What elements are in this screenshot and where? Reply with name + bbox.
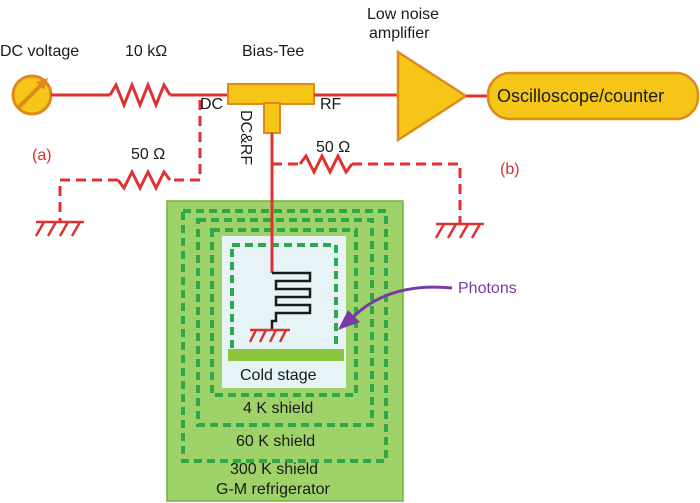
photons-arrowhead-icon [338,310,360,330]
dcrf-port-label: DC&RF [237,110,254,165]
resistor-10k-icon [108,80,172,110]
dc-voltage-label: DC voltage [0,43,79,60]
amp-label-line2: amplifier [369,25,430,42]
label-a: (a) [32,147,52,164]
cold-stage-bar [228,349,344,361]
resistor-50-b-icon [298,152,354,176]
oscilloscope-label: Oscilloscope/counter [497,86,664,106]
photons-arrow [350,285,453,320]
nanowire-detector-icon [270,271,312,330]
dashed-wire-a-ground [58,178,118,222]
shield-4k-label: 4 K shield [243,400,313,417]
amp-label-line1: Low noise [367,6,439,23]
label-b: (b) [500,161,520,178]
shield-60k [196,218,374,427]
cold-stage-label: Cold stage [240,367,317,384]
dashed-wire-a [170,100,202,182]
dashed-wire-b-ground [352,162,462,224]
photons-label: Photons [458,280,517,297]
ground-b-icon [434,222,484,239]
ground-a-icon [34,220,84,237]
shield-60k-label: 60 K shield [236,433,315,450]
resistor-50-a-icon [116,168,172,192]
gm-refrigerator-label: G-M refrigerator [216,481,330,498]
resistor-50-b-label: 50 Ω [316,139,350,156]
amplifier-icon [396,49,469,143]
shield-300k [181,209,388,463]
bias-tee-bar [227,83,315,105]
oscilloscope-box [486,71,700,121]
bias-tee-label: Bias-Tee [242,43,304,60]
dc-source-arrowhead [36,78,48,90]
rf-port-label: RF [320,96,342,113]
resistor-10k-label: 10 kΩ [125,43,167,60]
resistor-50-a-label: 50 Ω [131,146,165,163]
bias-tee-stem [263,102,281,134]
dc-port-label: DC [200,96,223,113]
detector-ground-icon [248,328,290,343]
shield-300k-label: 300 K shield [230,461,318,478]
